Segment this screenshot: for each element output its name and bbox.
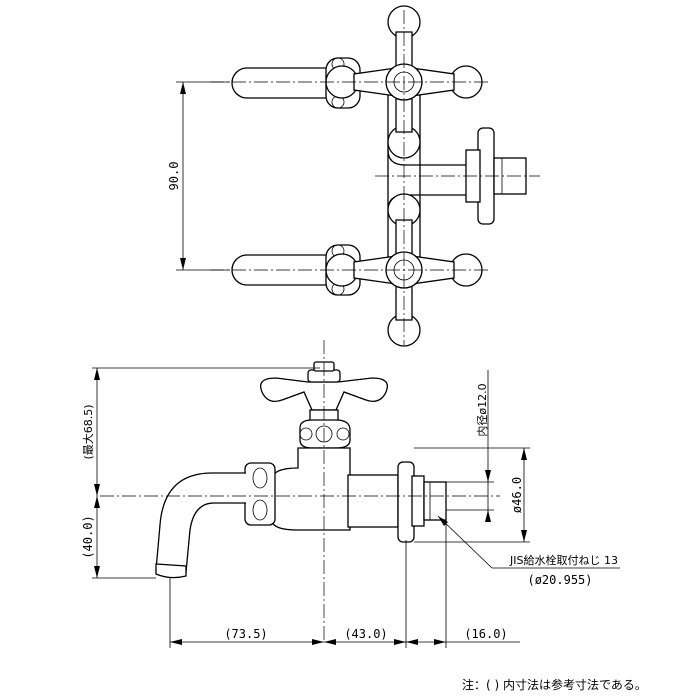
dim-inner-diameter: 内径ø12.0	[475, 383, 489, 436]
callout-thread-spec: JIS給水栓取付ねじ 13	[509, 553, 618, 567]
dim-max-height: (最大68.5)	[81, 404, 95, 459]
front-thread	[423, 481, 447, 521]
dim-spout-drop: (40.0)	[81, 515, 95, 558]
dim-body-length: (43.0)	[344, 627, 387, 641]
front-view	[92, 340, 620, 648]
callout-thread-diameter: (ø20.955)	[527, 573, 592, 587]
top-view	[176, 5, 540, 347]
front-spout	[155, 472, 246, 573]
dim-top-height: 90.0	[167, 162, 181, 191]
top-body	[387, 80, 421, 270]
footnote: 注：( ) 内寸法は参考寸法である。	[462, 678, 647, 692]
dim-thread-length: (16.0)	[464, 627, 507, 641]
dim-flange-diameter: ø46.0	[510, 477, 524, 513]
front-body	[271, 447, 351, 531]
dim-spout-reach: (73.5)	[224, 627, 267, 641]
